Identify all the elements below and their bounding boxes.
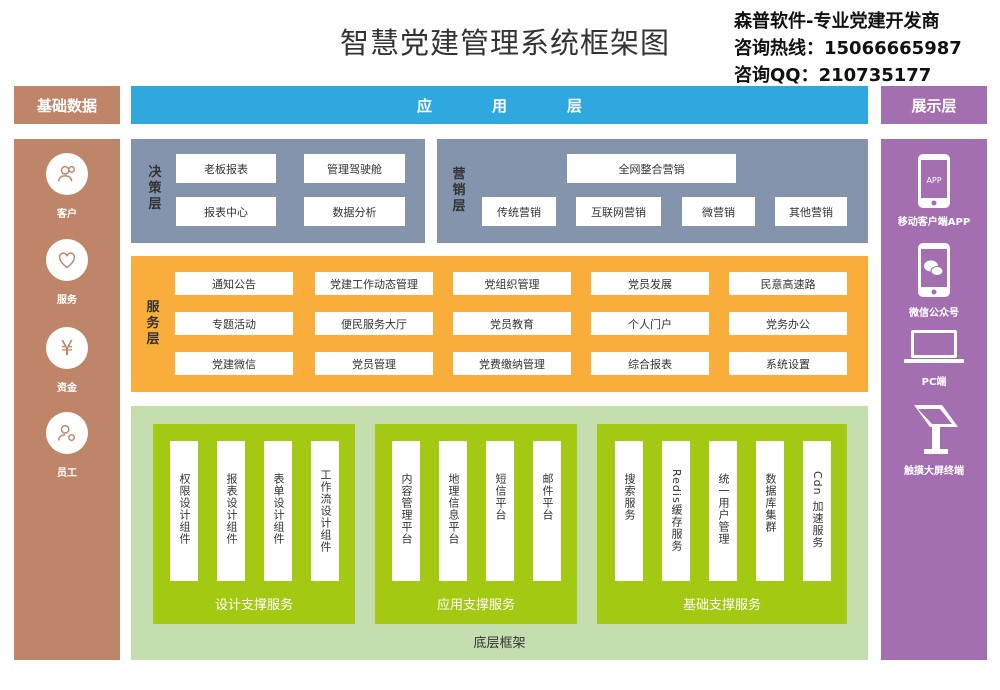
service-layer: 服务层 通知公告党建工作动态管理党组织管理党员发展民意高速路专题活动便民服务大厅… xyxy=(131,256,868,392)
marketing-layer: 营销层 全网整合营销 传统营销 互联网营销 微营销 其他营销 xyxy=(437,139,868,243)
support-item: 报表设计组件 xyxy=(217,441,245,581)
service-layer-label: 服务层 xyxy=(146,300,160,347)
group-label: 基础支撑服务 xyxy=(682,598,761,613)
base-data-header: 基础数据 xyxy=(14,86,120,124)
support-item: 邮件平台 xyxy=(533,441,561,581)
marketing-item-integrated: 全网整合营销 xyxy=(567,154,736,183)
page-title: 智慧党建管理系统框架图 xyxy=(339,26,670,60)
phone-wechat-icon xyxy=(918,243,950,297)
base-item-label: 客户 xyxy=(57,209,77,220)
vendor-info: 森普软件-专业党建开发商 咨询热线：15066665987 咨询QQ：21073… xyxy=(734,8,1000,89)
decision-layer: 决策层 老板报表 管理驾驶舱 报表中心 数据分析 xyxy=(131,139,425,243)
display-item-app: APP 移动客户端APP xyxy=(881,153,987,228)
phone-app-icon: APP xyxy=(918,154,950,208)
service-item: 党建工作动态管理 xyxy=(315,272,433,295)
display-item-label: 移动客户端APP xyxy=(897,217,971,228)
bottom-framework-label: 底层框架 xyxy=(473,636,526,651)
display-item-label: 微信公众号 xyxy=(909,308,959,319)
support-item: 短信平台 xyxy=(486,441,514,581)
yen-icon: ¥ xyxy=(46,327,88,369)
decision-item: 报表中心 xyxy=(176,197,276,226)
app-layer-header: 应用层 xyxy=(131,86,868,124)
support-item: 权限设计组件 xyxy=(170,441,198,581)
base-item-funds: ¥ 资金 xyxy=(14,327,120,394)
vendor-hotline: 咨询热线：15066665987 xyxy=(734,38,962,59)
base-item-label: 员工 xyxy=(57,468,77,479)
marketing-item: 传统营销 xyxy=(482,197,556,226)
service-item: 综合报表 xyxy=(591,352,709,375)
marketing-item: 微营销 xyxy=(682,197,755,226)
service-item: 党建微信 xyxy=(175,352,293,375)
display-item-label: 触摸大屏终端 xyxy=(904,466,964,477)
display-item-pc: PC端 xyxy=(881,329,987,388)
base-item-customer: 客户 xyxy=(14,153,120,220)
support-item: 工作流设计组件 xyxy=(311,441,339,581)
heart-icon xyxy=(46,239,88,281)
decision-item: 老板报表 xyxy=(176,154,276,183)
support-item: 数据库集群 xyxy=(756,441,784,581)
support-item: Redis缓存服务 xyxy=(662,441,690,581)
base-support-group: 搜索服务 Redis缓存服务 统一用户管理 数据库集群 Cdn 加速服务 基础支… xyxy=(597,424,847,624)
group-label: 设计支撑服务 xyxy=(214,598,293,613)
marketing-item: 其他营销 xyxy=(775,197,847,226)
service-item: 个人门户 xyxy=(591,312,709,335)
base-item-service: 服务 xyxy=(14,239,120,306)
base-item-label: 服务 xyxy=(57,295,77,306)
service-item: 党务办公 xyxy=(729,312,847,335)
design-support-group: 权限设计组件 报表设计组件 表单设计组件 工作流设计组件 设计支撑服务 xyxy=(153,424,355,624)
decision-item: 管理驾驶舱 xyxy=(304,154,405,183)
service-item: 党员教育 xyxy=(453,312,571,335)
display-layer-header: 展示层 xyxy=(881,86,987,124)
vendor-qq: 咨询QQ：210735177 xyxy=(734,65,932,86)
marketing-item: 互联网营销 xyxy=(576,197,661,226)
laptop-icon xyxy=(904,330,964,363)
support-item: 内容管理平台 xyxy=(392,441,420,581)
app-support-group: 内容管理平台 地理信息平台 短信平台 邮件平台 应用支撑服务 xyxy=(375,424,577,624)
user-gear-icon xyxy=(46,412,88,454)
base-item-label: 资金 xyxy=(57,383,77,394)
people-icon xyxy=(46,153,88,195)
support-item: 地理信息平台 xyxy=(439,441,467,581)
vendor-name: 森普软件-专业党建开发商 xyxy=(734,11,940,32)
svg-text:APP: APP xyxy=(926,176,941,185)
decision-layer-label: 决策层 xyxy=(148,165,162,212)
base-data-column: 客户 服务 ¥ 资金 员工 xyxy=(14,139,120,660)
display-item-label: PC端 xyxy=(921,377,947,388)
service-item: 党员发展 xyxy=(591,272,709,295)
service-item: 党费缴纳管理 xyxy=(453,352,571,375)
display-layer-column: APP 移动客户端APP 微信公众号 PC端 触摸大屏终端 xyxy=(881,139,987,660)
display-item-kiosk: 触摸大屏终端 xyxy=(881,401,987,477)
display-item-wechat: 微信公众号 xyxy=(881,242,987,319)
base-item-staff: 员工 xyxy=(14,412,120,479)
service-item: 民意高速路 xyxy=(729,272,847,295)
service-item: 党员管理 xyxy=(315,352,433,375)
support-item: 搜索服务 xyxy=(615,441,643,581)
group-label: 应用支撑服务 xyxy=(436,598,515,613)
decision-item: 数据分析 xyxy=(304,197,405,226)
service-item: 通知公告 xyxy=(175,272,293,295)
service-item: 系统设置 xyxy=(729,352,847,375)
support-item: Cdn 加速服务 xyxy=(803,441,831,581)
bottom-framework: 底层框架 权限设计组件 报表设计组件 表单设计组件 工作流设计组件 设计支撑服务… xyxy=(131,406,868,660)
service-item: 党组织管理 xyxy=(453,272,571,295)
service-item: 便民服务大厅 xyxy=(315,312,433,335)
support-item: 表单设计组件 xyxy=(264,441,292,581)
service-item: 专题活动 xyxy=(175,312,293,335)
kiosk-icon xyxy=(914,405,958,454)
support-item: 统一用户管理 xyxy=(709,441,737,581)
marketing-layer-label: 营销层 xyxy=(452,167,466,214)
